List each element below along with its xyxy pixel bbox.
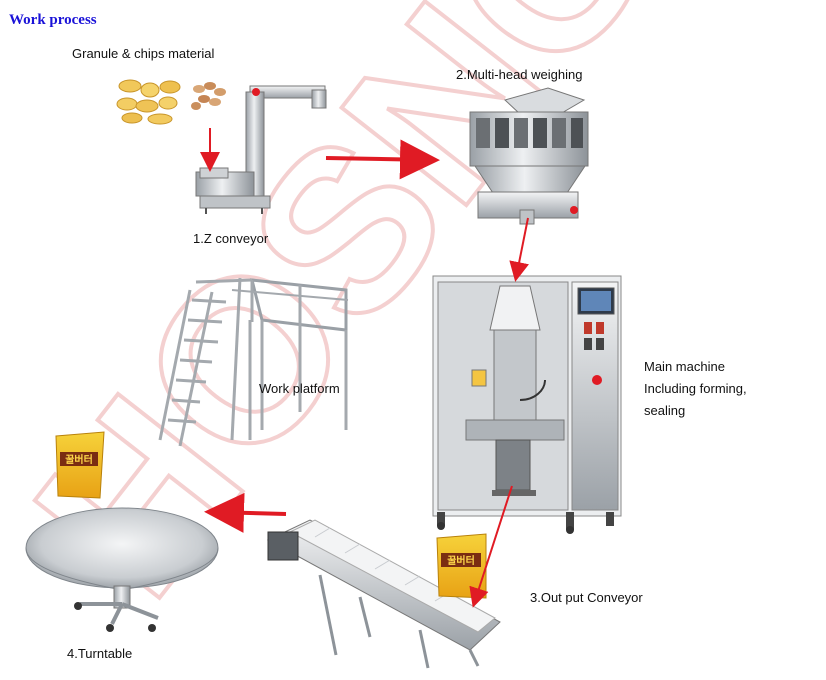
chip-bag-turntable: 꿀버터 bbox=[55, 431, 105, 499]
label-turntable: 4.Turntable bbox=[67, 646, 133, 661]
arrow-machine-to-conveyor bbox=[469, 485, 513, 608]
svg-text:꿀버터: 꿀버터 bbox=[447, 554, 475, 567]
label-multihead-weighing: 2.Multi-head weighing bbox=[456, 67, 583, 82]
label-main-machine-line3: sealing bbox=[644, 403, 686, 418]
output-conveyor-machine bbox=[266, 519, 501, 669]
chips-material-image bbox=[116, 79, 181, 125]
process-arrows bbox=[200, 128, 529, 608]
label-main-machine-line2: Including forming, bbox=[644, 381, 747, 396]
label-output-conveyor: 3.Out put Conveyor bbox=[530, 590, 643, 605]
label-raw-material: Granule & chips material bbox=[72, 46, 215, 61]
svg-text:꿀버터: 꿀버터 bbox=[65, 453, 93, 466]
arrow-zconveyor-to-weigher bbox=[325, 139, 440, 180]
peanuts-material-image bbox=[191, 82, 226, 110]
work-platform bbox=[158, 277, 349, 447]
label-main-machine: Main machine Including forming, sealing bbox=[644, 356, 747, 422]
arrow-weigher-to-machine bbox=[509, 217, 529, 282]
label-main-machine-line1: Main machine bbox=[644, 359, 725, 374]
arrow-conveyor-to-turntable bbox=[204, 492, 287, 533]
page-title: Work process bbox=[9, 12, 97, 28]
label-work-platform: Work platform bbox=[259, 381, 340, 396]
main-packing-machine bbox=[432, 275, 622, 534]
multihead-weigher-machine bbox=[469, 87, 589, 225]
chip-bag-conveyor: 꿀버터 bbox=[436, 533, 487, 599]
z-conveyor-machine bbox=[195, 85, 327, 214]
label-z-conveyor: 1.Z conveyor bbox=[193, 231, 269, 246]
turntable-machine bbox=[25, 507, 219, 632]
